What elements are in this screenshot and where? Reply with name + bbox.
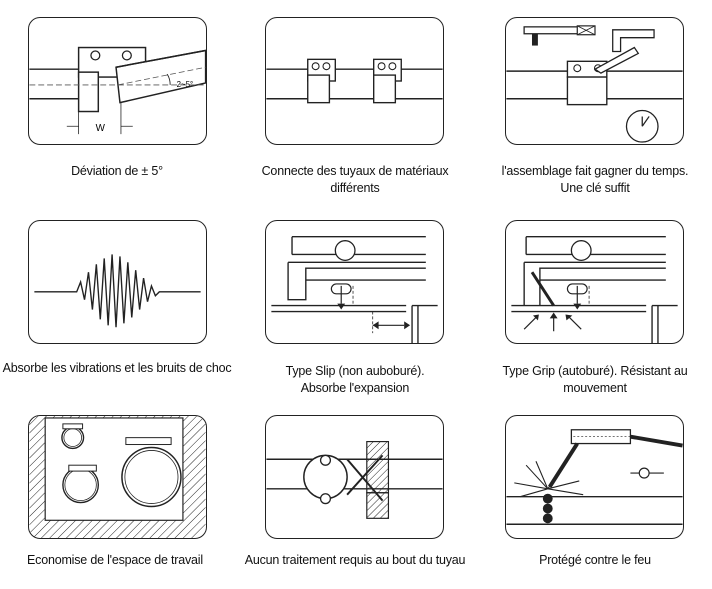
workspace-diagram	[29, 416, 206, 538]
caption-deviation: Déviation de ± 5°	[71, 164, 163, 178]
panel-one-wrench	[505, 17, 684, 145]
pipes-diagram	[266, 58, 443, 104]
panel-deviation: W 2~5°	[28, 17, 207, 145]
panel-vibration	[28, 220, 207, 344]
panel-fire-protection	[505, 415, 684, 539]
welding-diagram	[506, 429, 683, 525]
panel-grip-type	[505, 220, 684, 344]
slip-diagram	[271, 236, 438, 343]
deviation-diagram: W 2~5°	[29, 46, 206, 134]
caption-different-materials: Connecte des tuyaux de matériaux différe…	[261, 164, 449, 195]
caption-workspace: Economise de l'espace de travail	[27, 553, 203, 567]
pipe-end-diagram	[266, 440, 443, 519]
angle-label: 2~5°	[177, 80, 193, 89]
caption-vibration: Absorbe les vibrations et les bruits de …	[2, 361, 232, 375]
panel-different-materials	[265, 17, 444, 145]
width-label: W	[96, 123, 106, 134]
wrench-diagram	[506, 25, 683, 143]
caption-no-end-treatment: Aucun traitement requis au bout du tuyau	[244, 553, 466, 567]
caption-fire-protection: Protégé contre le feu	[539, 553, 651, 567]
panel-slip-type	[265, 220, 444, 344]
panel-workspace	[28, 415, 207, 539]
caption-grip-type: Type Grip (autoburé). Résistant au mouve…	[502, 364, 688, 395]
vibration-diagram	[34, 254, 201, 328]
grip-diagram	[511, 236, 678, 343]
caption-slip-type: Type Slip (non auboburé). Absorbe l'expa…	[285, 364, 425, 395]
caption-one-wrench: l'assemblage fait gagner du temps. Une c…	[501, 164, 689, 195]
panel-no-end-treatment	[265, 415, 444, 539]
